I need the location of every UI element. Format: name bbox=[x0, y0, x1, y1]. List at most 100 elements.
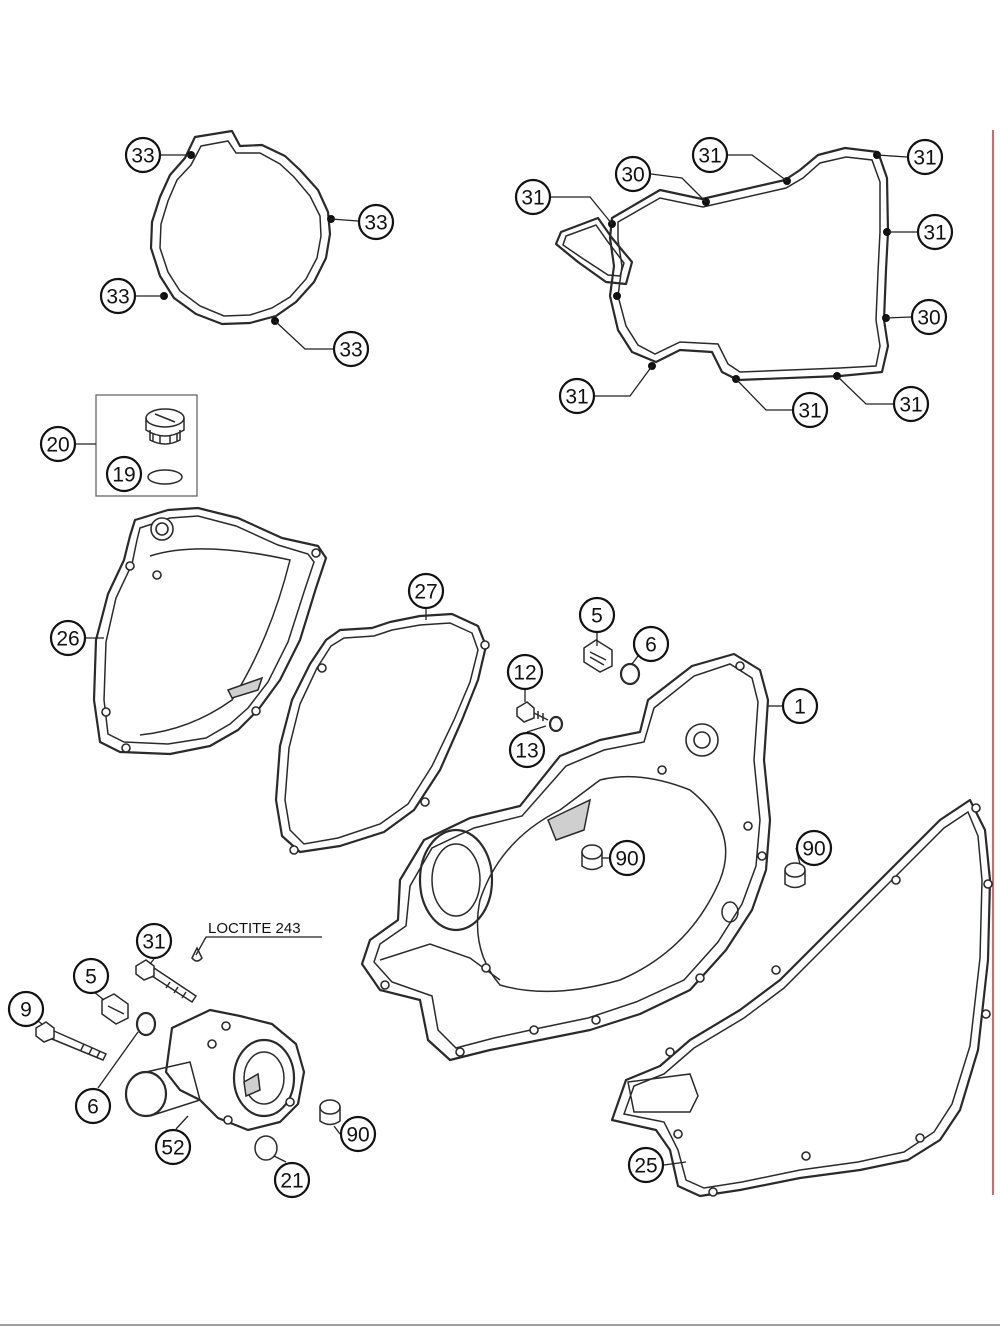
callout-number: 6 bbox=[87, 1096, 99, 1119]
callout-number: 31 bbox=[798, 400, 821, 423]
callout-number: 33 bbox=[339, 339, 362, 362]
callout-9: 9 bbox=[7, 990, 45, 1028]
callout-90: 90 bbox=[339, 1115, 377, 1153]
pump-cover-bolt-31 bbox=[135, 959, 198, 1004]
callout-30: 30 bbox=[614, 155, 652, 193]
callout-number: 31 bbox=[521, 187, 544, 210]
callout-31: 31 bbox=[916, 213, 954, 251]
callout-circle bbox=[332, 330, 370, 368]
callout-number: 20 bbox=[46, 434, 69, 457]
callout-33: 33 bbox=[332, 330, 370, 368]
sealing-washer-13 bbox=[548, 715, 564, 733]
callout-31: 31 bbox=[558, 377, 596, 415]
callout-26: 26 bbox=[49, 619, 87, 657]
callout-circle bbox=[892, 385, 930, 423]
callout-circle bbox=[514, 178, 552, 216]
callout-90: 90 bbox=[608, 839, 646, 877]
callout-6: 6 bbox=[632, 625, 670, 663]
screw-12 bbox=[516, 701, 549, 723]
callout-number: 6 bbox=[645, 634, 657, 657]
callout-circle bbox=[135, 922, 173, 960]
callout-number: 9 bbox=[20, 999, 32, 1022]
callout-number: 31 bbox=[142, 931, 165, 954]
callout-number: 13 bbox=[515, 740, 538, 763]
callout-circle bbox=[273, 1161, 311, 1199]
callout-circle bbox=[7, 990, 45, 1028]
callout-30: 30 bbox=[910, 298, 948, 336]
callout-number: 5 bbox=[85, 966, 97, 989]
callout-20: 20 bbox=[39, 425, 77, 463]
callout-circle bbox=[558, 377, 596, 415]
inner-cover-gasket bbox=[554, 146, 891, 383]
callout-circle bbox=[74, 1087, 112, 1125]
callout-5: 5 bbox=[578, 596, 616, 634]
callout-circle bbox=[506, 653, 544, 691]
inner-clutch-cover bbox=[360, 652, 772, 1062]
callout-31: 31 bbox=[791, 391, 829, 429]
outer-cover-gasket bbox=[610, 798, 993, 1198]
callout-circle bbox=[154, 1128, 192, 1166]
callout-circle bbox=[791, 391, 829, 429]
callout-circle bbox=[781, 687, 819, 725]
clutch-cover-gasket bbox=[274, 612, 490, 855]
callout-circle bbox=[906, 138, 944, 176]
callout-31: 31 bbox=[514, 178, 552, 216]
callout-31: 31 bbox=[691, 136, 729, 174]
callout-number: 31 bbox=[565, 386, 588, 409]
callout-33: 33 bbox=[124, 136, 162, 174]
dowel-sleeve-upper-right bbox=[784, 862, 806, 889]
callout-90: 90 bbox=[795, 829, 833, 867]
callout-33: 33 bbox=[99, 277, 137, 315]
callout-number: 25 bbox=[634, 1155, 657, 1178]
callout-5: 5 bbox=[72, 957, 110, 995]
callout-31: 31 bbox=[135, 922, 173, 960]
loctite-note: LOCTITE 243 bbox=[191, 920, 322, 962]
callout-number: 90 bbox=[346, 1124, 369, 1147]
callout-13: 13 bbox=[508, 731, 546, 769]
drain-plug-upper bbox=[583, 639, 613, 673]
callout-31: 31 bbox=[906, 138, 944, 176]
callout-circle bbox=[916, 213, 954, 251]
callout-number: 30 bbox=[917, 307, 940, 330]
callout-circle bbox=[339, 1115, 377, 1153]
callout-circle bbox=[105, 455, 143, 493]
callout-number: 31 bbox=[698, 145, 721, 168]
callout-number: 52 bbox=[161, 1137, 184, 1160]
dowel-sleeve-lower bbox=[319, 1099, 341, 1126]
callout-circle bbox=[632, 625, 670, 663]
long-bolt-9 bbox=[35, 1021, 108, 1061]
oil-filler-plug bbox=[145, 408, 185, 445]
callout-circle bbox=[795, 829, 833, 867]
callout-number: 21 bbox=[280, 1170, 303, 1193]
callout-number: 31 bbox=[923, 222, 946, 245]
callout-52: 52 bbox=[154, 1128, 192, 1166]
outer-clutch-cover bbox=[92, 506, 328, 756]
callout-circle bbox=[578, 596, 616, 634]
callout-33: 33 bbox=[357, 203, 395, 241]
callout-circle bbox=[627, 1146, 665, 1184]
callout-circle bbox=[407, 572, 445, 610]
callout-number: 27 bbox=[414, 581, 437, 604]
callout-number: 26 bbox=[56, 628, 79, 651]
drain-plug-lower bbox=[101, 993, 129, 1025]
callout-number: 1 bbox=[794, 696, 806, 719]
callout-circle bbox=[99, 277, 137, 315]
drain-plug-seal-upper bbox=[619, 662, 641, 686]
water-pump-cover bbox=[124, 1008, 306, 1132]
callout-number: 90 bbox=[802, 838, 825, 861]
callout-circle bbox=[614, 155, 652, 193]
loctite-label: LOCTITE 243 bbox=[208, 920, 301, 937]
callout-number: 31 bbox=[913, 147, 936, 170]
callout-number: 33 bbox=[131, 145, 154, 168]
callout-12: 12 bbox=[506, 653, 544, 691]
dowel-sleeve-upper-left bbox=[581, 844, 603, 871]
callout-1: 1 bbox=[781, 687, 819, 725]
callout-circle bbox=[72, 957, 110, 995]
callout-19: 19 bbox=[105, 455, 143, 493]
callout-circle bbox=[608, 839, 646, 877]
callout-number: 30 bbox=[621, 164, 644, 187]
callout-25: 25 bbox=[627, 1146, 665, 1184]
callout-number: 33 bbox=[106, 286, 129, 309]
